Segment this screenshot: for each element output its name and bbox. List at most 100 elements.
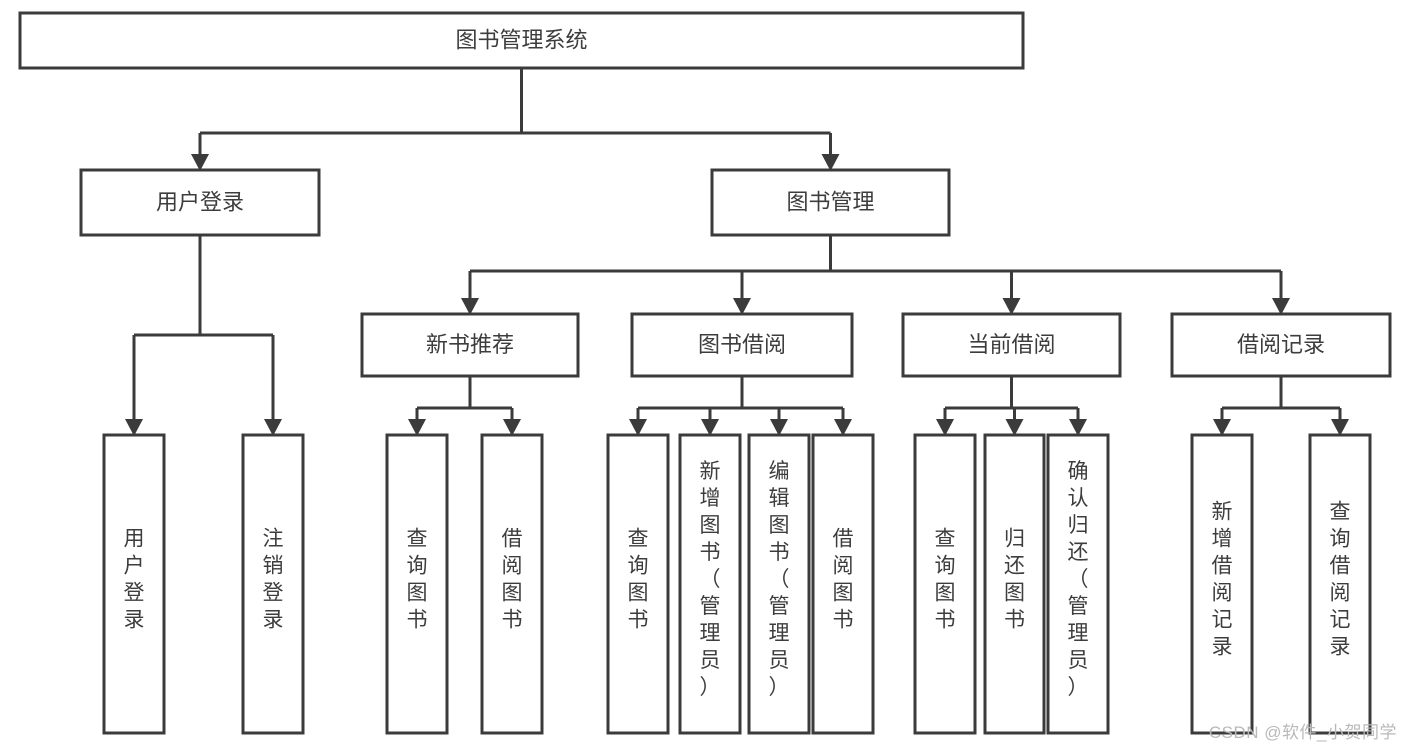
connector-group-current-borrow xyxy=(936,376,1087,436)
node-box[interactable] xyxy=(360,312,580,378)
node-label-char: 认 xyxy=(1068,487,1089,510)
node-borrow-record[interactable]: 借阅记录 xyxy=(1170,312,1392,378)
node-label: 当前借阅 xyxy=(967,332,1055,357)
arrow-head-icon xyxy=(733,298,751,315)
node-label-char: （ xyxy=(769,568,790,591)
node-book-borrow[interactable]: 图书借阅 xyxy=(630,312,854,378)
node-label-char: 书 xyxy=(769,541,790,564)
node-box[interactable] xyxy=(1046,433,1110,735)
node-box[interactable] xyxy=(710,168,951,237)
node-box[interactable] xyxy=(1190,433,1254,735)
node-box[interactable] xyxy=(678,433,742,735)
node-new-book-rec[interactable]: 新书推荐 xyxy=(360,312,580,378)
node-box[interactable] xyxy=(747,433,811,735)
node-label-char: 辑 xyxy=(769,487,790,510)
node-box[interactable] xyxy=(18,11,1025,70)
node-label-char: 管 xyxy=(1068,595,1089,618)
node-label-char: 员 xyxy=(700,649,721,672)
node-label-char: 员 xyxy=(1068,649,1089,672)
node-label-char: 图 xyxy=(700,514,721,537)
node-label-char: 询 xyxy=(1330,528,1351,551)
node-label-char: 员 xyxy=(769,649,790,672)
node-box[interactable] xyxy=(630,312,854,378)
node-label-char: 编 xyxy=(769,460,790,483)
node-box[interactable] xyxy=(901,312,1122,378)
node-box[interactable] xyxy=(102,433,166,735)
node-box[interactable] xyxy=(480,433,544,735)
arrow-head-icon xyxy=(821,154,840,171)
node-box[interactable] xyxy=(241,433,305,735)
node-label-char: 书 xyxy=(700,541,721,564)
node-box[interactable] xyxy=(1308,433,1372,735)
connector-layer xyxy=(125,68,1349,436)
node-box[interactable] xyxy=(913,433,977,735)
node-leaf-user-login[interactable]: 用户登录 xyxy=(102,433,166,735)
node-label-char: ） xyxy=(700,676,721,699)
node-label-char: 查 xyxy=(407,528,428,551)
node-label-char: 增 xyxy=(700,487,721,510)
node-label: 图书借阅 xyxy=(698,332,786,357)
node-label-char: 记 xyxy=(1212,609,1233,632)
connector-group-user-login xyxy=(125,235,282,436)
node-label-char: 录 xyxy=(1212,636,1233,659)
node-label-char: 询 xyxy=(628,555,649,578)
node-label-char: 注 xyxy=(263,528,284,551)
node-label-char: 借 xyxy=(1330,555,1351,578)
node-box[interactable] xyxy=(79,168,321,237)
node-label-char: 销 xyxy=(263,555,284,578)
node-box[interactable] xyxy=(606,433,670,735)
node-label-char: 查 xyxy=(628,528,649,551)
node-label-char: 记 xyxy=(1330,609,1351,632)
arrow-head-icon xyxy=(834,419,852,436)
node-label-char: 还 xyxy=(1068,541,1089,564)
arrow-head-icon xyxy=(461,298,479,315)
arrow-head-icon xyxy=(1272,298,1290,315)
node-label-char: （ xyxy=(700,568,721,591)
node-label: 借阅记录 xyxy=(1237,332,1325,357)
connector-group-borrow-record xyxy=(1213,376,1349,436)
node-book-manage[interactable]: 图书管理 xyxy=(710,168,951,237)
node-label-char: 书 xyxy=(935,609,956,632)
arrow-head-icon xyxy=(503,419,521,436)
arrow-head-icon xyxy=(936,419,954,436)
node-box[interactable] xyxy=(811,433,875,735)
arrow-head-icon xyxy=(629,419,647,436)
node-label-char: 查 xyxy=(935,528,956,551)
node-box[interactable] xyxy=(1170,312,1392,378)
node-label-char: 询 xyxy=(407,555,428,578)
node-label-char: 录 xyxy=(124,609,145,632)
arrow-head-icon xyxy=(1213,419,1231,436)
arrow-head-icon xyxy=(701,419,719,436)
node-label-char: 增 xyxy=(1212,528,1233,551)
node-layer: 图书管理系统用户登录图书管理新书推荐图书借阅当前借阅借阅记录用户登录注销登录查询… xyxy=(18,11,1392,735)
node-label-char: 理 xyxy=(700,622,721,645)
node-label-char: 户 xyxy=(124,555,145,578)
node-label-char: 管 xyxy=(700,595,721,618)
node-current-borrow[interactable]: 当前借阅 xyxy=(901,312,1122,378)
node-label-char: 图 xyxy=(935,582,956,605)
node-label-char: 登 xyxy=(263,582,284,605)
node-user-login[interactable]: 用户登录 xyxy=(79,168,321,237)
node-label-char: 图 xyxy=(502,582,523,605)
node-root[interactable]: 图书管理系统 xyxy=(18,11,1025,70)
node-box[interactable] xyxy=(385,433,449,735)
node-box[interactable] xyxy=(983,433,1046,735)
